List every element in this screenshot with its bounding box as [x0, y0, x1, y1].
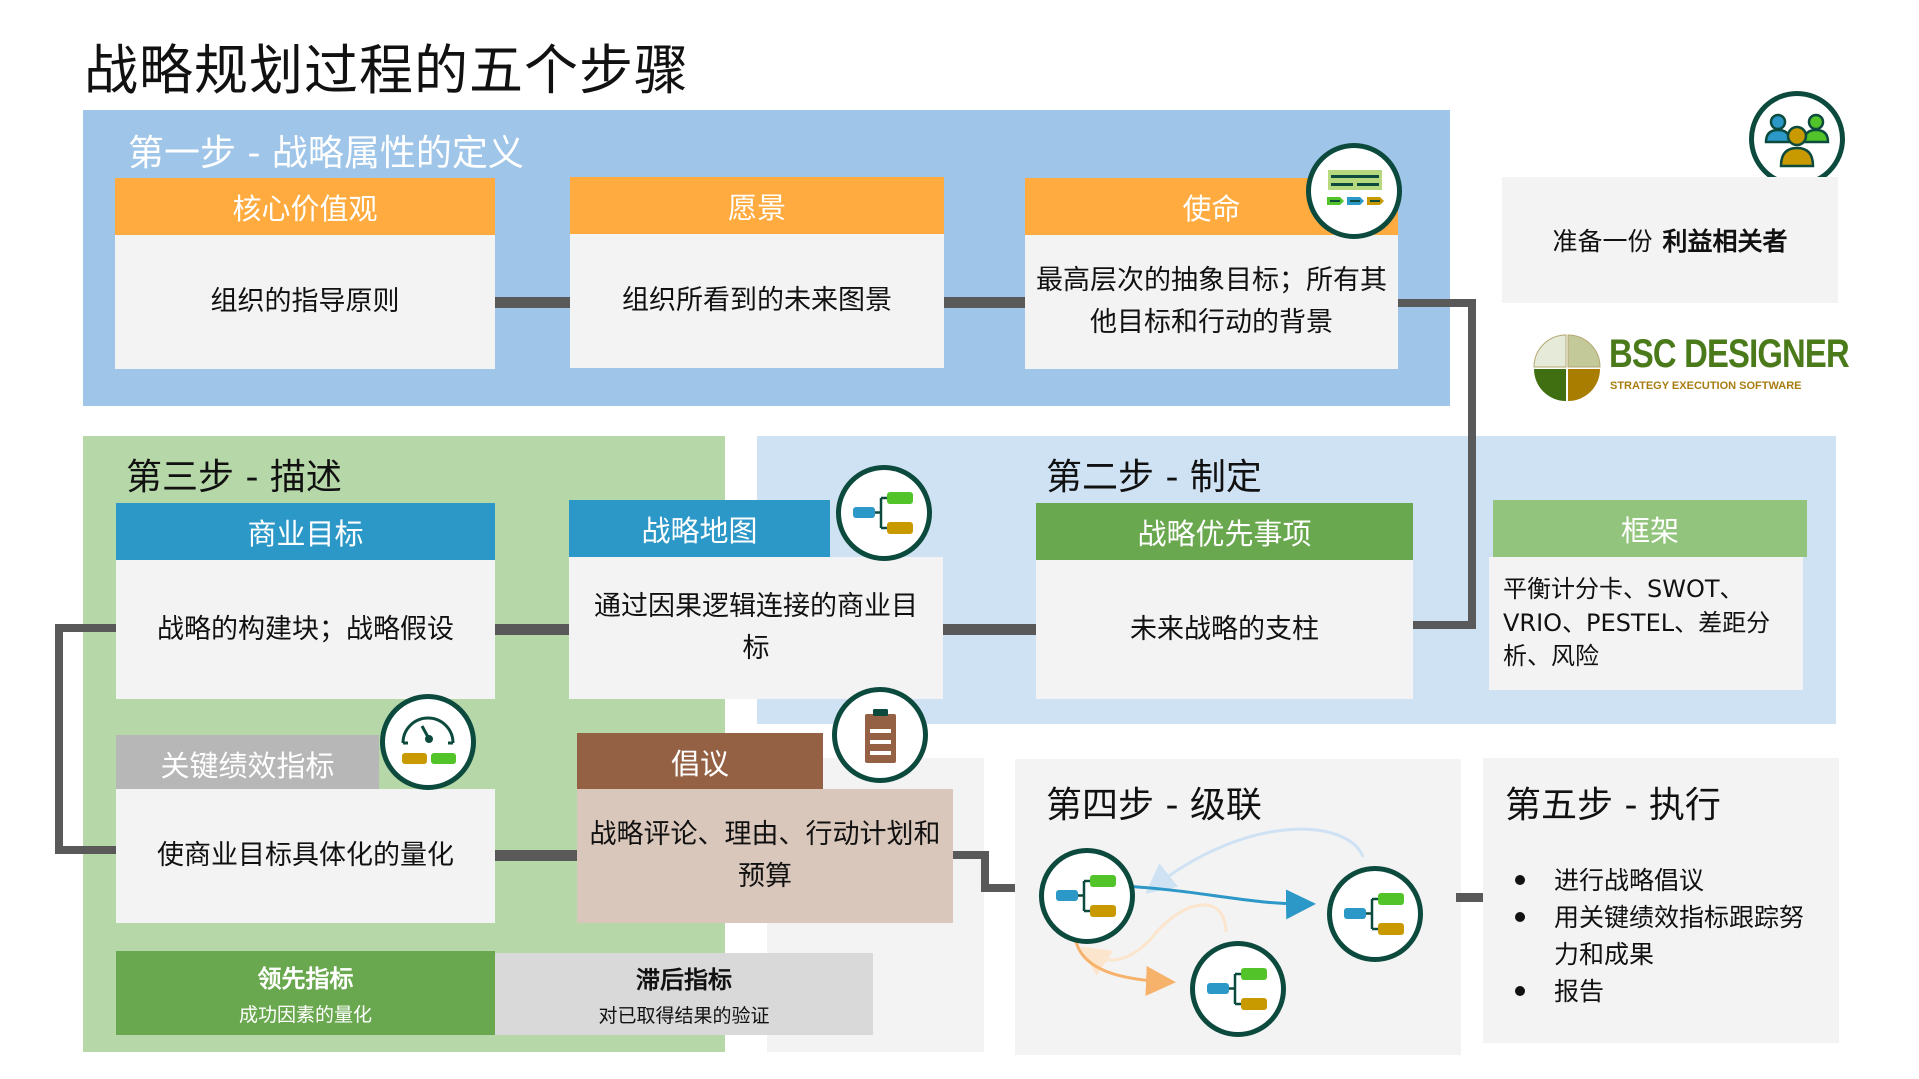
step1-title: 第一步 - 战略属性的定义: [128, 133, 524, 174]
connector-initiatives-step4-c: [981, 884, 1015, 892]
vision-body: 组织所看到的未来图景: [570, 234, 944, 368]
logo-name: BSC DESIGNER: [1609, 332, 1850, 376]
frameworks-header: 框架: [1493, 500, 1807, 557]
execution-item: 报告: [1515, 973, 1815, 1010]
connector-vertical-left: [55, 624, 63, 854]
cascade-map-icon-right: [1327, 866, 1423, 962]
leading-indicators-box: 领先指标 成功因素的量化: [116, 951, 495, 1035]
execution-item: 用关键绩效指标跟踪努力和成果: [1515, 899, 1815, 973]
leading-subtitle: 成功因素的量化: [238, 1004, 372, 1026]
vision-header: 愿景: [570, 177, 944, 234]
step5-title: 第五步 - 执行: [1505, 785, 1721, 826]
lagging-subtitle: 对已取得结果的验证: [598, 1005, 770, 1027]
connector-vertical-right: [1468, 299, 1476, 629]
connector-initiatives-step4-b: [981, 851, 989, 892]
frameworks-body: 平衡计分卡、SWOT、VRIO、PESTEL、差距分析、风险: [1489, 557, 1803, 690]
connector-initiatives-step4-a: [953, 851, 989, 859]
objectives-header: 商业目标: [116, 503, 495, 560]
lagging-title: 滞后指标: [636, 966, 732, 994]
cascade-map-icon-bottom: [1190, 941, 1286, 1037]
stakeholders-text-bold: 利益相关者: [1662, 227, 1788, 256]
core-values-body: 组织的指导原则: [115, 235, 495, 369]
connector-values-vision: [495, 297, 570, 308]
page-title: 战略规划过程的五个步骤: [84, 39, 689, 102]
execution-item: 进行战略倡议: [1515, 862, 1815, 899]
strategy-map-header: 战略地图: [569, 500, 830, 557]
lagging-indicators-box: 滞后指标 对已取得结果的验证: [495, 953, 873, 1035]
execution-list: 进行战略倡议 用关键绩效指标跟踪努力和成果 报告: [1515, 862, 1815, 1010]
initiatives-body: 战略评论、理由、行动计划和预算: [577, 789, 953, 923]
stakeholders-text-prefix: 准备一份: [1552, 227, 1653, 256]
gauge-icon: [380, 694, 476, 790]
connector-vision-mission: [944, 297, 1025, 308]
initiatives-header: 倡议: [577, 733, 823, 790]
step5-panel: [1483, 758, 1839, 1043]
strategy-map-icon: [836, 465, 932, 561]
strategy-map-body: 通过因果逻辑连接的商业目标: [569, 557, 943, 699]
connector-right-priorities: [1413, 621, 1476, 629]
connector-priorities-map: [943, 624, 1036, 635]
kpi-header: 关键绩效指标: [116, 735, 379, 792]
connector-mission-right: [1398, 299, 1476, 307]
connector-kpi-initiatives: [495, 850, 577, 861]
connector-step4-step5: [1456, 893, 1483, 902]
core-values-header: 核心价值观: [115, 178, 495, 235]
connector-map-objectives: [495, 624, 569, 635]
leading-title: 领先指标: [257, 965, 354, 993]
logo-quadrant-icon: [1533, 334, 1601, 401]
objectives-body: 战略的构建块；战略假设: [116, 560, 495, 699]
priorities-body: 未来战略的支柱: [1036, 560, 1413, 699]
stakeholders-icon: [1749, 91, 1845, 187]
step4-title: 第四步 - 级联: [1046, 785, 1262, 826]
mission-body: 最高层次的抽象目标；所有其他目标和行动的背景: [1025, 235, 1398, 369]
connector-objectives-left: [55, 624, 116, 632]
mission-statement-icon: [1306, 143, 1402, 239]
cascade-map-icon-source: [1039, 848, 1135, 944]
priorities-header: 战略优先事项: [1036, 503, 1413, 560]
step2-title: 第二步 - 制定: [1046, 457, 1262, 498]
clipboard-icon: [832, 687, 928, 783]
stakeholders-box: 准备一份 利益相关者: [1502, 177, 1838, 303]
logo-tagline: STRATEGY EXECUTION SOFTWARE: [1610, 380, 1802, 392]
connector-left-kpi: [55, 846, 116, 854]
bsc-designer-logo: BSC DESIGNER STRATEGY EXECUTION SOFTWARE: [1531, 332, 1850, 404]
step3-title: 第三步 - 描述: [126, 457, 342, 498]
kpi-body: 使商业目标具体化的量化: [116, 789, 495, 923]
